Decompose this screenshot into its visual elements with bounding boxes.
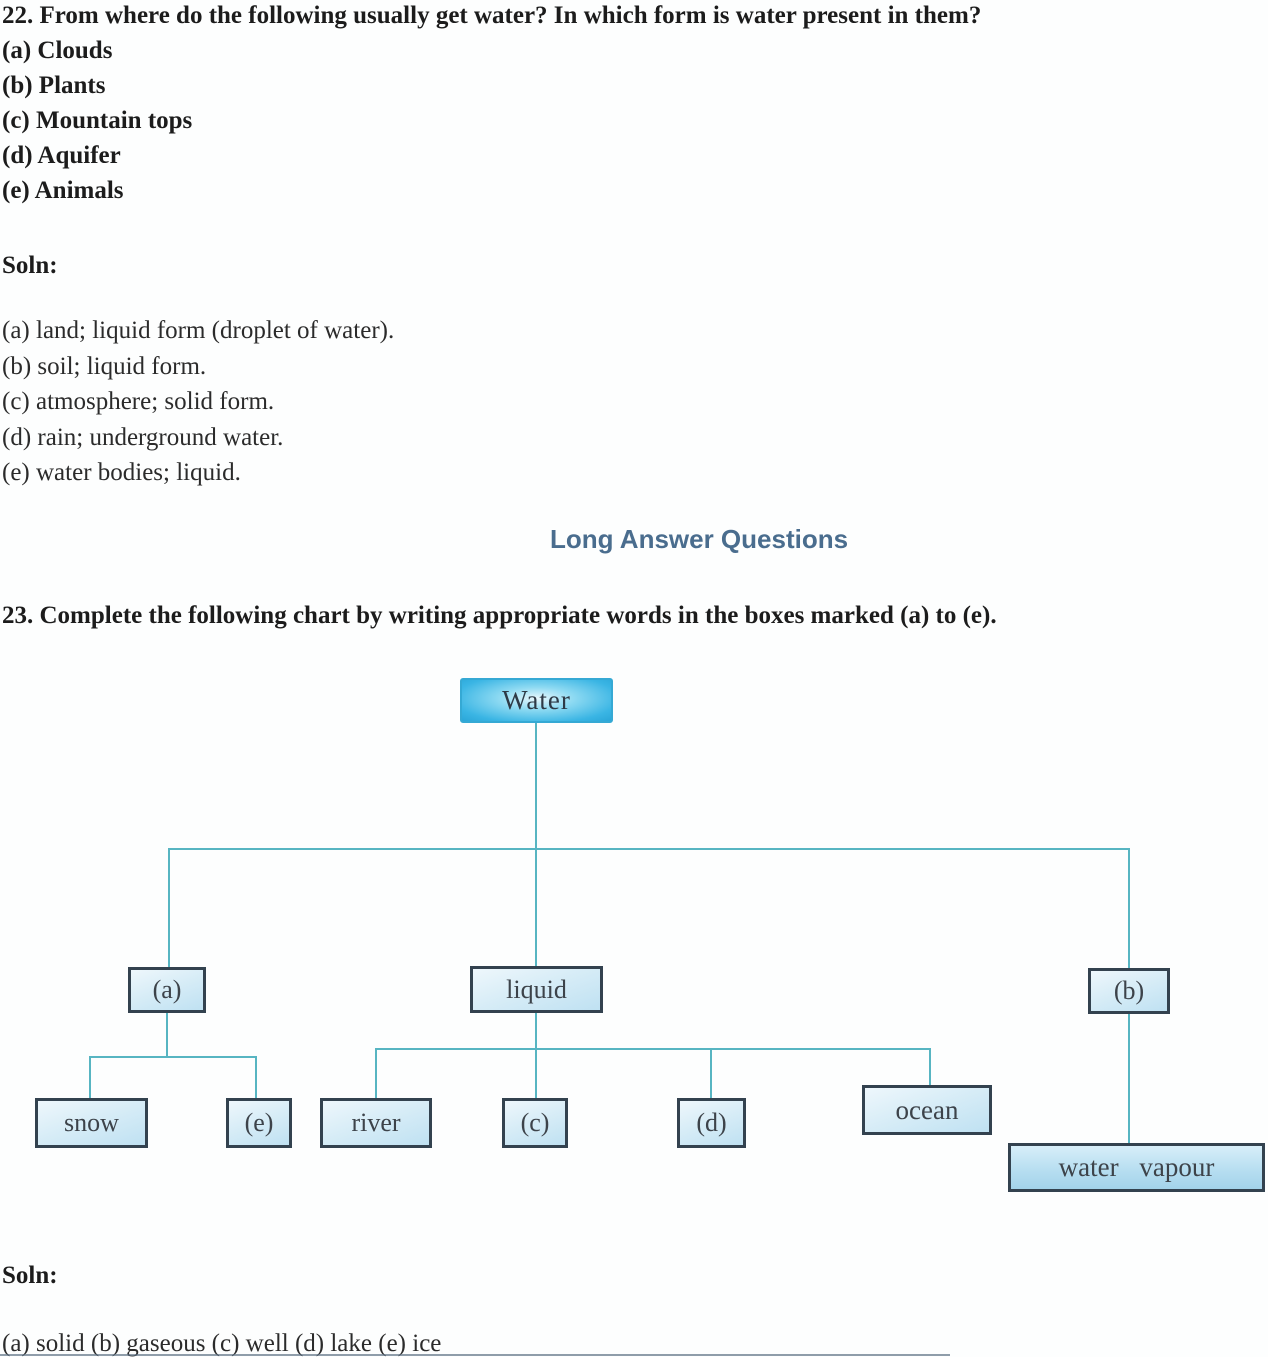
connector-a-trunk xyxy=(166,1013,168,1056)
question-22-item-a: (a) Clouds xyxy=(2,37,113,64)
solution-22-line-c: (c) atmosphere; solid form. xyxy=(2,388,275,415)
chart-node-river: river xyxy=(320,1098,432,1148)
question-22-item-d: (d) Aquifer xyxy=(2,142,121,169)
solution-23-line: (a) solid (b) gaseous (c) well (d) lake … xyxy=(2,1330,442,1357)
question-22-item-c: (c) Mountain tops xyxy=(2,107,193,134)
connector-water-trunk xyxy=(535,723,537,849)
chart-node-water-vapour: water vapour xyxy=(1008,1143,1265,1192)
section-heading-long-answer-questions: Long Answer Questions xyxy=(550,524,849,554)
solution-22-label: Soln: xyxy=(2,252,58,279)
chart-node-blank-b: (b) xyxy=(1088,968,1170,1014)
connector-drop-to-ocean xyxy=(929,1048,931,1085)
connector-drop-to-river xyxy=(375,1048,377,1098)
solution-23-label: Soln: xyxy=(2,1262,58,1289)
question-22-item-b: (b) Plants xyxy=(2,72,106,99)
connector-liquid-horizontal xyxy=(375,1048,931,1050)
solution-22-block: (a) land; liquid form (droplet of water)… xyxy=(2,313,394,491)
connector-drop-to-water-vapour xyxy=(1128,1014,1130,1143)
chart-node-water: Water xyxy=(460,678,613,723)
page-bottom-rule xyxy=(0,1354,950,1356)
connector-drop-to-liquid xyxy=(535,850,537,966)
solution-22-line-d: (d) rain; underground water. xyxy=(2,423,284,451)
connector-drop-to-a xyxy=(168,848,170,967)
connector-drop-to-c xyxy=(535,1050,537,1098)
question-23-text: 23. Complete the following chart by writ… xyxy=(2,602,997,629)
chart-node-liquid: liquid xyxy=(470,966,603,1013)
chart-node-blank-c: (c) xyxy=(502,1098,568,1148)
chart-node-blank-d: (d) xyxy=(677,1098,746,1148)
connector-drop-to-d xyxy=(710,1050,712,1098)
connector-drop-to-b xyxy=(1128,850,1130,968)
question-22-block: 22. From where do the following usually … xyxy=(2,0,981,208)
chart-node-snow: snow xyxy=(35,1098,148,1148)
solution-22-line-e: (e) water bodies; liquid. xyxy=(2,459,241,486)
question-22-text: 22. From where do the following usually … xyxy=(2,2,982,29)
chart-node-blank-e: (e) xyxy=(226,1098,292,1148)
solution-22-line-b: (b) soil; liquid form. xyxy=(2,352,207,380)
connector-drop-to-e xyxy=(255,1056,257,1098)
connector-a-horizontal xyxy=(89,1056,257,1058)
connector-level1-horizontal xyxy=(168,848,1130,850)
chart-node-blank-a: (a) xyxy=(128,967,206,1013)
solution-22-line-a: (a) land; liquid form (droplet of water)… xyxy=(2,317,395,344)
chart-node-ocean: ocean xyxy=(862,1085,992,1135)
connector-liquid-trunk xyxy=(535,1013,537,1048)
connector-drop-to-snow xyxy=(89,1056,91,1098)
question-22-item-e: (e) Animals xyxy=(2,177,124,204)
